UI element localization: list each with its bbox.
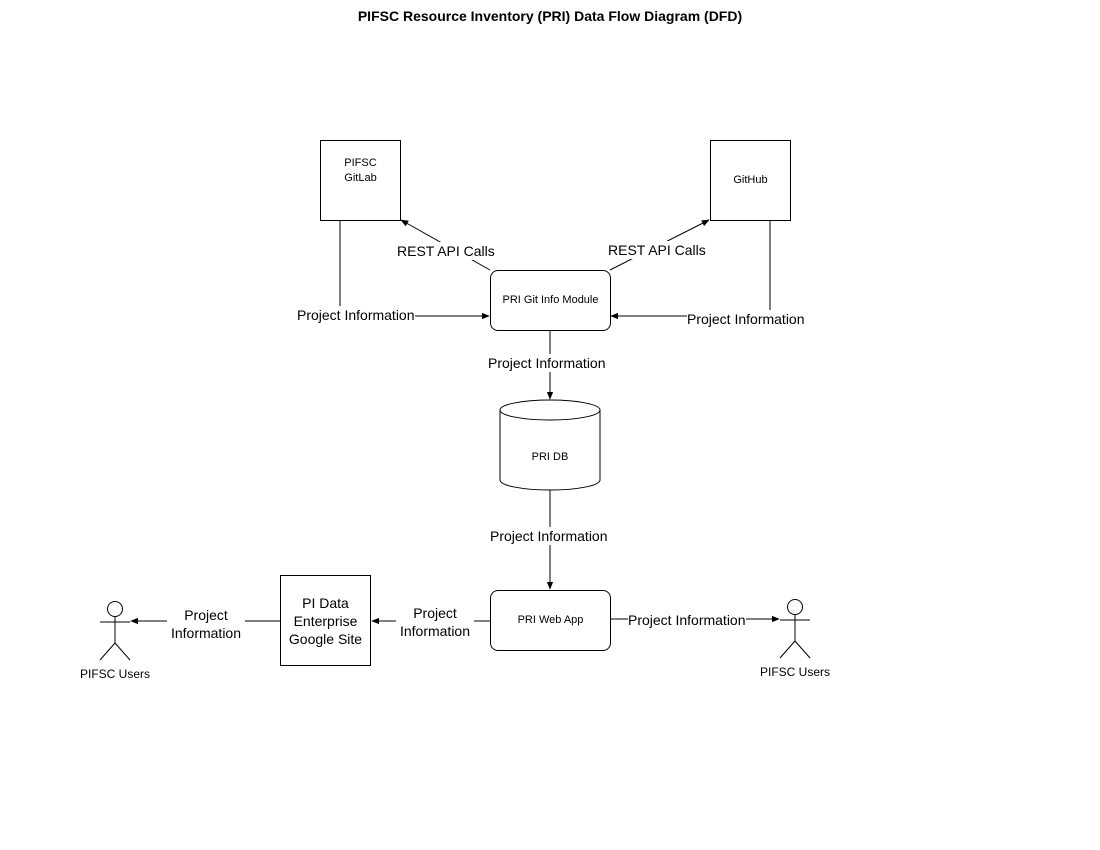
node-pri-db-label: PRI DB bbox=[531, 451, 569, 463]
actor-left-icon bbox=[99, 601, 131, 661]
diagram-title: PIFSC Resource Inventory (PRI) Data Flow… bbox=[357, 8, 743, 24]
edge-label-db-app: Project Information bbox=[490, 527, 608, 545]
database-cylinder bbox=[499, 399, 601, 491]
edge-label-rest-left: REST API Calls bbox=[397, 242, 495, 260]
node-github: GitHub bbox=[710, 140, 791, 221]
edge-label-app-site: Project Information bbox=[396, 604, 474, 640]
node-pri-web-app: PRI Web App bbox=[490, 590, 611, 651]
node-git-info-module-label: PRI Git Info Module bbox=[502, 294, 599, 306]
edge-label-module-db: Project Information bbox=[488, 354, 606, 372]
node-pifsc-gitlab: PIFSC GitLab bbox=[320, 140, 401, 221]
node-google-site-label: PI Data Enterprise Google Site bbox=[288, 594, 363, 647]
node-pri-web-app-label: PRI Web App bbox=[517, 614, 584, 626]
node-pifsc-gitlab-label: PIFSC GitLab bbox=[344, 156, 377, 184]
node-google-site: PI Data Enterprise Google Site bbox=[280, 575, 371, 666]
actor-right-label: PIFSC Users bbox=[759, 665, 830, 679]
edge-gitlab-info bbox=[339, 220, 490, 320]
actor-right-icon bbox=[779, 599, 811, 659]
edge-label-github-info: Project Information bbox=[687, 310, 805, 328]
edge-github-info bbox=[610, 220, 771, 320]
edge-label-rest-right: REST API Calls bbox=[608, 241, 706, 259]
node-github-label: GitHub bbox=[733, 174, 768, 186]
edge-label-app-users: Project Information bbox=[628, 611, 746, 629]
actor-left-label: PIFSC Users bbox=[79, 667, 150, 681]
edge-label-gitlab-info: Project Information bbox=[297, 306, 415, 324]
node-git-info-module: PRI Git Info Module bbox=[490, 270, 611, 331]
edge-label-site-users: Project Information bbox=[167, 606, 245, 642]
